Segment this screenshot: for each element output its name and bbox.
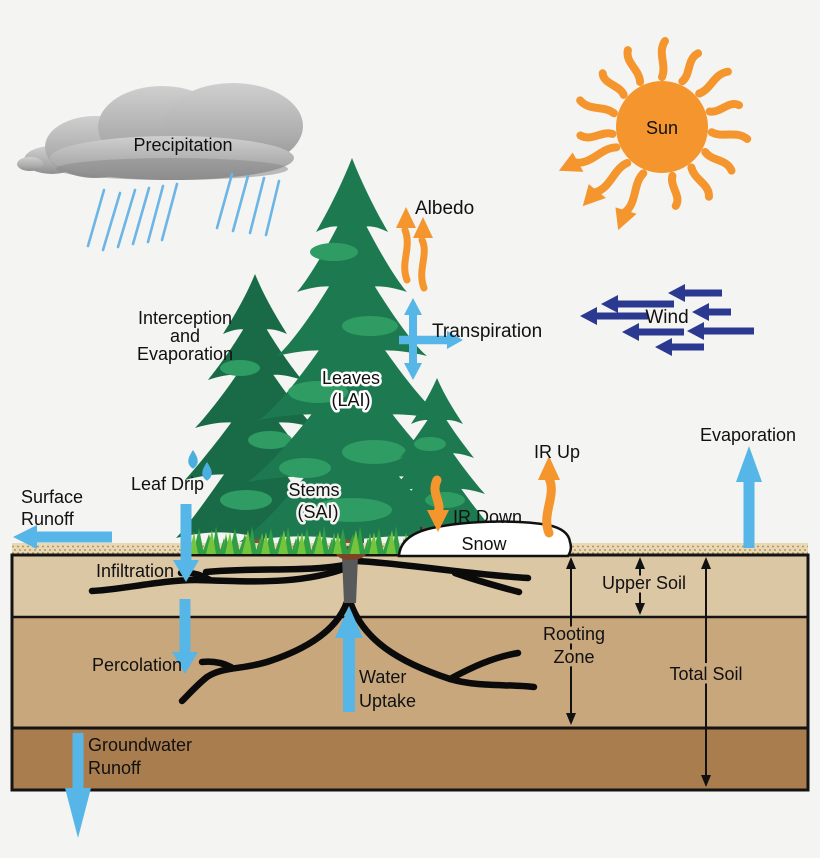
soil-extent-arrows bbox=[566, 557, 711, 787]
rooting-zone-label-line1: Rooting bbox=[543, 624, 605, 644]
total-soil-extent-arrow bbox=[701, 557, 711, 787]
percolation-label: Percolation bbox=[92, 655, 182, 675]
taproot bbox=[342, 557, 358, 603]
precipitation-cloud bbox=[17, 83, 303, 180]
sun-ray-arrow bbox=[558, 143, 621, 172]
albedo-label: Albedo bbox=[415, 198, 474, 219]
surface-runoff-label-line2: Runoff bbox=[21, 509, 75, 529]
water-arrows bbox=[13, 446, 762, 838]
water-uptake-arrow bbox=[335, 606, 363, 712]
wind-arrows-icon bbox=[580, 284, 754, 356]
roots bbox=[88, 557, 538, 705]
ir-down-arrowhead bbox=[427, 510, 449, 532]
total-soil-label: Total Soil bbox=[669, 664, 742, 684]
albedo-arrows-icon bbox=[396, 207, 433, 292]
rooting-zone-extent-arrow bbox=[566, 557, 576, 725]
groundwater-runoff-label-line2: Runoff bbox=[88, 758, 142, 778]
ir-down-label: IR Down bbox=[453, 507, 522, 527]
wind-label: Wind bbox=[645, 307, 688, 328]
groundwater-runoff-label-line1: Groundwater bbox=[88, 735, 192, 755]
snow-label: Snow bbox=[461, 534, 507, 554]
water-uptake-label-line2: Uptake bbox=[359, 691, 416, 711]
stems-label-line2: (SAI) bbox=[297, 502, 338, 522]
rooting-zone-label-line2: Zone bbox=[553, 647, 594, 667]
water-uptake-label-line1: Water bbox=[359, 667, 406, 687]
sun-label: Sun bbox=[646, 118, 678, 138]
leaf-drip-droplets-icon bbox=[188, 450, 212, 481]
evaporation-label: Evaporation bbox=[700, 425, 796, 445]
leaves-label-line1: Leaves bbox=[322, 368, 380, 388]
infiltration-label: Infiltration bbox=[96, 561, 174, 581]
leaves-label-line2: (LAI) bbox=[331, 390, 370, 410]
sun-ray-arrow bbox=[582, 158, 632, 207]
leaf-drip-label: Leaf Drip bbox=[131, 474, 204, 494]
transpiration-arrows-icon bbox=[399, 298, 463, 380]
sun-ray-arrow bbox=[615, 169, 648, 231]
ir-up-arrowhead bbox=[538, 456, 560, 480]
upper-soil-extent-arrow bbox=[635, 557, 645, 615]
ir-arrows bbox=[427, 456, 560, 538]
conifer-tree-center bbox=[239, 158, 465, 559]
evaporation-arrow bbox=[736, 446, 762, 548]
precipitation-label: Precipitation bbox=[133, 135, 232, 155]
percolation-arrow bbox=[172, 599, 198, 674]
ir-up-label: IR Up bbox=[534, 442, 580, 462]
upper-soil-label: Upper Soil bbox=[602, 573, 686, 593]
soil-layer-middle bbox=[12, 617, 808, 728]
sun-icon bbox=[558, 37, 752, 231]
stems-label-line1: Stems bbox=[288, 480, 339, 500]
groundwater-runoff-arrow bbox=[65, 733, 91, 838]
transpiration-label: Transpiration bbox=[432, 321, 542, 342]
soil-profile bbox=[10, 553, 810, 792]
interception-label-line1: Interception bbox=[138, 308, 232, 328]
soil-layer-deep bbox=[12, 728, 808, 790]
interception-label-line2: and bbox=[170, 326, 200, 346]
surface-runoff-arrow bbox=[13, 525, 112, 549]
interception-label-line3: Evaporation bbox=[137, 344, 233, 364]
infiltration-arrow bbox=[173, 504, 199, 582]
surface-runoff-label-line1: Surface bbox=[21, 487, 83, 507]
rain-lines bbox=[86, 172, 281, 252]
